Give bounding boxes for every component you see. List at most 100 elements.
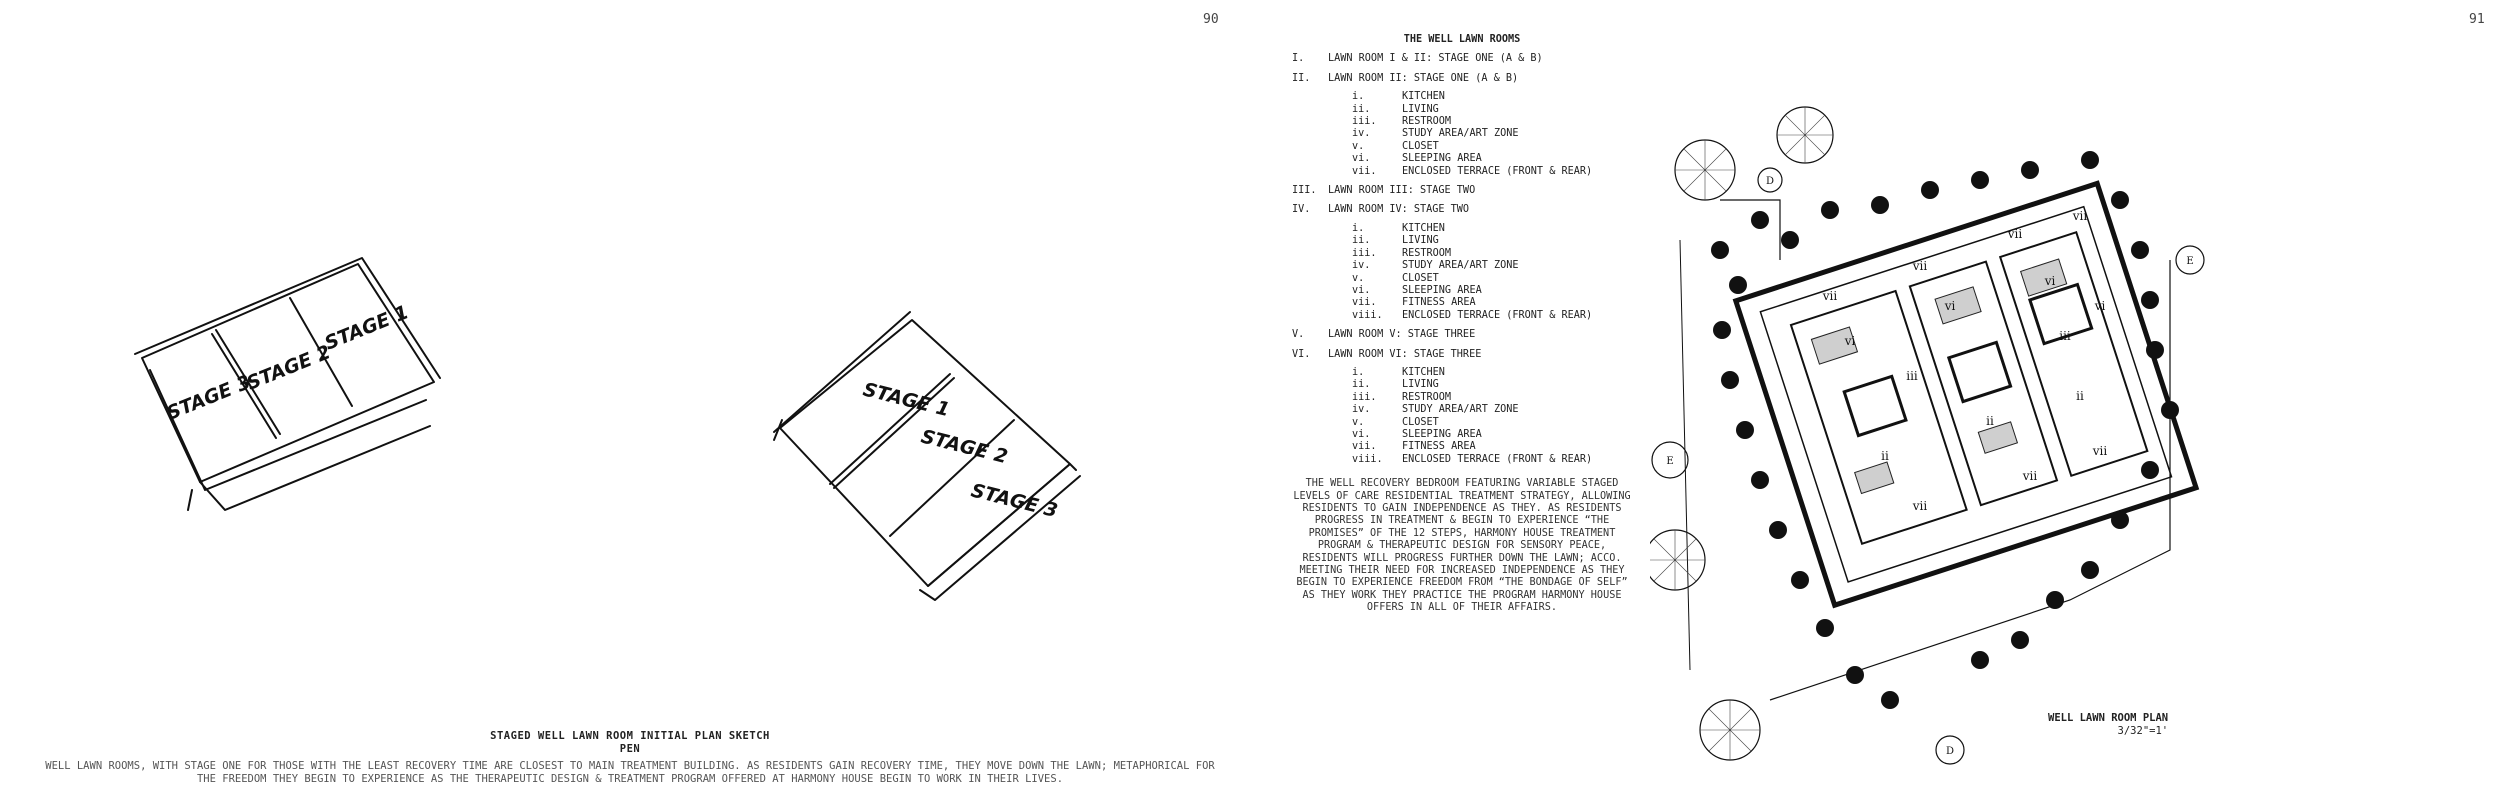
room-sub-number: v. [1352, 140, 1365, 152]
room-sub-text: STUDY AREA/ART ZONE [1402, 404, 1519, 416]
room-sub-text: FITNESS AREA [1402, 441, 1476, 453]
room-sub-item: i.KITCHEN [1352, 367, 1632, 379]
room-level-item: I. LAWN ROOM I & II: STAGE ONE (A & B) [1292, 53, 1632, 65]
room-level-text: LAWN ROOM II: STAGE ONE (A & B) [1328, 72, 1519, 84]
sketch-a-label-2: STAGE 2 [244, 341, 334, 394]
room-sub-text: LIVING [1402, 379, 1439, 391]
room-level-text: LAWN ROOM I & II: STAGE ONE (A & B) [1328, 53, 1543, 65]
room-sub-number: vi. [1352, 428, 1371, 440]
room-sub-item: iii. RESTROOM [1352, 392, 1632, 404]
room-sub-number: ii. [1352, 103, 1371, 115]
room-level-text: LAWN ROOM IV: STAGE TWO [1328, 204, 1470, 216]
room-sub-item: iii. RESTROOM [1352, 248, 1632, 260]
room-sub-number: iii. [1352, 247, 1377, 259]
room-sub-number: i. [1352, 91, 1365, 103]
caption-body: WELL LAWN ROOMS, WITH STAGE ONE FOR THOS… [45, 760, 1215, 785]
sketch-b-label-3: STAGE 3 [969, 480, 1060, 523]
sketch-b-label-2: STAGE 2 [919, 426, 1010, 469]
sketch-a-label-1: STAGE 3 [164, 371, 254, 424]
room-sub-text: ENCLOSED TERRACE (FRONT & REAR) [1402, 453, 1593, 465]
caption-title: STAGED WELL LAWN ROOM INITIAL PLAN SKETC… [490, 730, 770, 742]
page-number-right: 91 [2469, 12, 2485, 27]
room-sub-text: CLOSET [1402, 140, 1439, 152]
room-sub-text: STUDY AREA/ART ZONE [1402, 128, 1519, 140]
room-sub-item: viii. ENCLOSED TERRACE (FRONT & REAR) [1352, 310, 1632, 322]
room-level-text: LAWN ROOM VI: STAGE THREE [1328, 348, 1482, 360]
plan-label-16: vii [2092, 444, 2108, 458]
plan-label-6: vi [1944, 299, 1956, 313]
plan-label-1: vii [1912, 259, 1928, 273]
plan-label-11: ii [1881, 449, 1889, 463]
room-sub-number: ii. [1352, 235, 1371, 247]
sketch-caption: STAGED WELL LAWN ROOM INITIAL PLAN SKETC… [40, 730, 1220, 786]
room-level-item: VI. LAWN ROOM VI: STAGE THREE [1292, 349, 1632, 361]
plan-label-15: vii [2022, 469, 2038, 483]
room-level-item: II.LAWN ROOM II: STAGE ONE (A & B) [1292, 73, 1632, 85]
stage-sketch-1: STAGE 3 STAGE 2 STAGE 1 [134, 257, 441, 511]
room-sub-number: vii. [1352, 441, 1377, 453]
room-sub-text: CLOSET [1402, 272, 1439, 284]
room-sub-item: v. CLOSET [1352, 273, 1632, 285]
room-sub-text: ENCLOSED TERRACE (FRONT & REAR) [1402, 309, 1593, 321]
room-sub-text: FITNESS AREA [1402, 297, 1476, 309]
room-sub-item: vi.SLEEPING AREA [1352, 153, 1632, 165]
room-level-number: IV. [1292, 204, 1311, 216]
room-level-text: LAWN ROOM V: STAGE THREE [1328, 329, 1476, 341]
plan-label-5: vi [1844, 334, 1856, 348]
plan-title: WELL LAWN ROOM PLAN [2048, 712, 2169, 724]
room-sub-item: v. CLOSET [1352, 141, 1632, 153]
plan-label-10: iii [2059, 329, 2071, 343]
room-level-item: IV. LAWN ROOM IV: STAGE TWO [1292, 204, 1632, 216]
room-sub-item: iv. STUDY AREA/ART ZONE [1352, 260, 1632, 272]
room-sub-item: vii. FITNESS AREA [1352, 297, 1632, 309]
page-number-left: 90 [1203, 12, 1219, 27]
plan-caption: WELL LAWN ROOM PLAN 3/32"=1' [2048, 712, 2168, 738]
room-level-number: V. [1292, 329, 1305, 341]
room-sub-text: RESTROOM [1402, 247, 1452, 259]
plan-marker-2: E [2186, 256, 2193, 267]
room-sub-number: iv. [1352, 404, 1371, 416]
room-sub-number: v. [1352, 416, 1365, 428]
plan-marker-3: E [1666, 456, 1673, 467]
room-sub-item: ii.LIVING [1352, 379, 1632, 391]
room-sub-text: LIVING [1402, 235, 1439, 247]
room-sub-number: iii. [1352, 391, 1377, 403]
room-level-item: III.LAWN ROOM III: STAGE TWO [1292, 185, 1632, 197]
room-level-text: LAWN ROOM III: STAGE TWO [1328, 185, 1476, 197]
room-sub-text: SLEEPING AREA [1402, 153, 1482, 165]
plan-marker-4: D [1946, 746, 1954, 757]
room-sub-item: v.CLOSET [1352, 417, 1632, 429]
room-sub-number: vi. [1352, 284, 1371, 296]
room-sub-text: ENCLOSED TERRACE (FRONT & REAR) [1402, 165, 1593, 177]
room-sub-text: STUDY AREA/ART ZONE [1402, 260, 1519, 272]
room-sub-item: vi.SLEEPING AREA [1352, 285, 1632, 297]
stage-sketch-2: STAGE 1 STAGE 2 STAGE 3 [773, 311, 1081, 601]
plan-label-2: vii [2007, 227, 2023, 241]
plan-label-4: vii [1822, 289, 1838, 303]
room-sub-number: iv. [1352, 260, 1371, 272]
room-sub-number: iii. [1352, 116, 1377, 128]
room-sub-number: v. [1352, 272, 1365, 284]
room-level-number: VI. [1292, 348, 1311, 360]
plan-label-8: vi [2094, 299, 2106, 313]
plan-label-9: iii [1906, 369, 1918, 383]
plan-marker-1: D [1766, 176, 1774, 187]
caption-medium: PEN [619, 743, 641, 755]
room-sub-text: KITCHEN [1402, 366, 1445, 378]
rooms-heading: THE WELL LAWN ROOMS [1403, 34, 1521, 45]
room-sub-text: KITCHEN [1402, 91, 1445, 103]
plan-label-13: ii [2076, 389, 2084, 403]
room-level-item: V. LAWN ROOM V: STAGE THREE [1292, 329, 1632, 341]
room-sub-text: KITCHEN [1402, 222, 1445, 234]
plan-label-14: vii [1912, 499, 1928, 513]
room-level-number: I. [1292, 53, 1305, 65]
room-sub-item: iv.STUDY AREA/ART ZONE [1352, 128, 1632, 140]
room-sub-number: vii. [1352, 297, 1377, 309]
plan-label-7: vi [2044, 274, 2056, 288]
room-sub-text: RESTROOM [1402, 391, 1452, 403]
room-sub-text: SLEEPING AREA [1402, 428, 1482, 440]
room-sub-number: viii. [1352, 309, 1383, 321]
